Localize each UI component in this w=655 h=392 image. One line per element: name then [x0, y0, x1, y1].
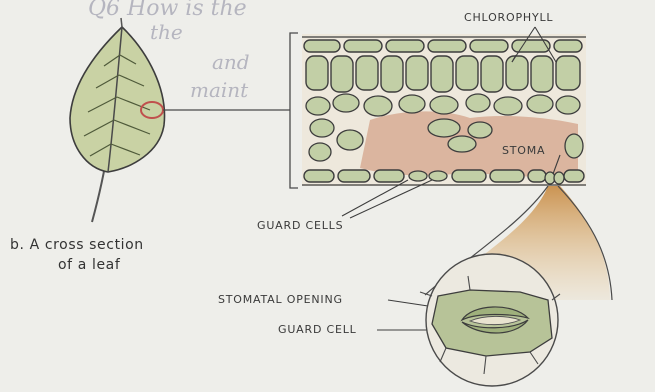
guard-cells-label: GUARD CELLS [257, 219, 343, 232]
handwriting-line2: the [150, 20, 183, 44]
stomatal-opening-label: STOMATAL OPENING [218, 293, 343, 306]
handwriting-line4: maint [190, 78, 248, 102]
chlorophyll-label: CHLOROPHYLL [464, 11, 553, 24]
magnified-stoma [420, 254, 560, 386]
stoma-label: STOMA [500, 144, 547, 157]
figure-caption-line1: b. A cross section [10, 236, 144, 255]
palisade-layer [306, 56, 580, 92]
cross-section-bracket [290, 33, 298, 188]
cross-section [302, 34, 586, 186]
handwriting-line1: Q6 How is the [88, 0, 247, 21]
figure-caption-line2: of a leaf [58, 256, 120, 275]
leaf-blade [70, 27, 165, 172]
handwriting-line3: and [212, 50, 250, 74]
guard-cell-label: GUARD CELL [278, 323, 357, 336]
upper-epidermis [304, 40, 582, 52]
leaf-illustration [70, 18, 290, 222]
